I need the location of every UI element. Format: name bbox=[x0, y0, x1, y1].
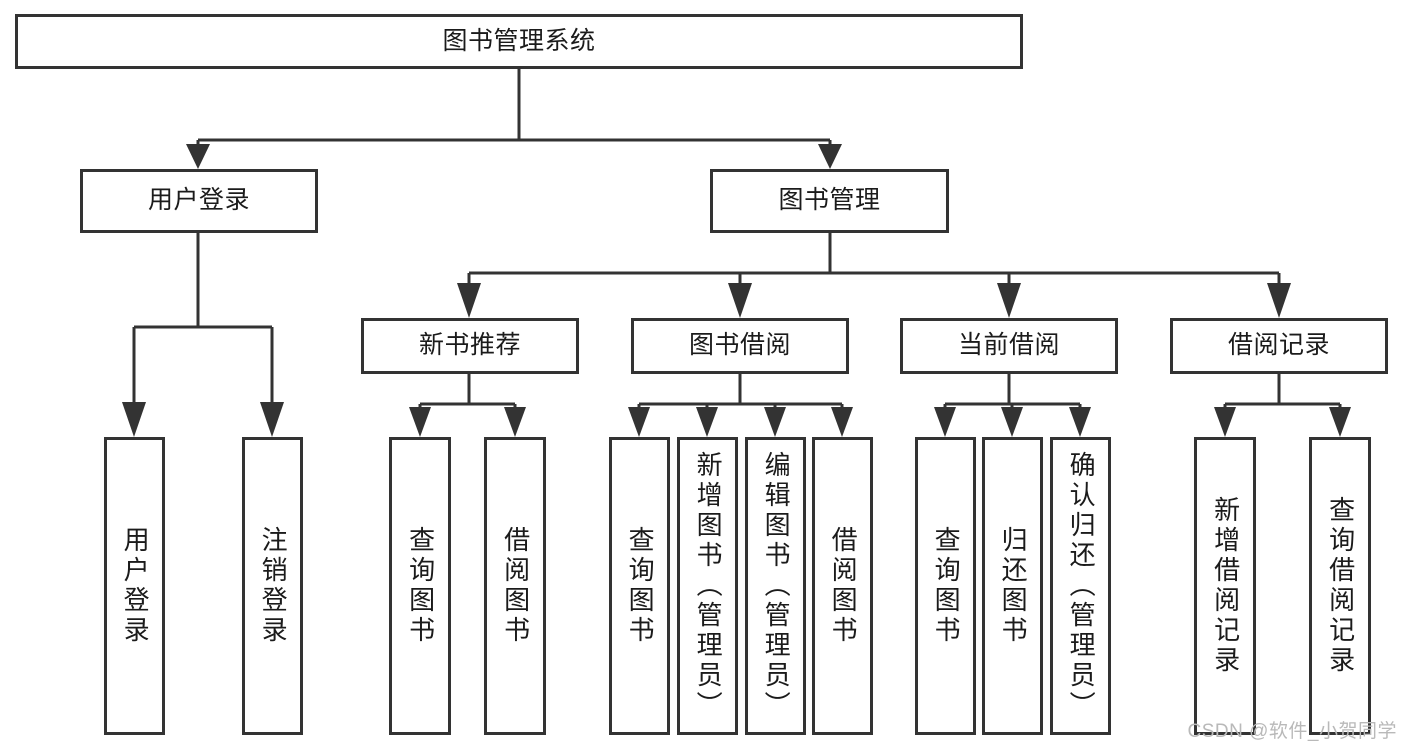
arrowhead-bb-leaf-4 bbox=[831, 407, 853, 437]
node-leaf-edit-book-admin[interactable] bbox=[745, 437, 806, 735]
arrowhead-nbr-leaf-2 bbox=[504, 407, 526, 437]
node-leaf-query-borrow-record[interactable] bbox=[1309, 437, 1371, 735]
arrowhead-br-leaf-1 bbox=[1214, 407, 1236, 437]
node-leaf-add-borrow-record[interactable] bbox=[1194, 437, 1256, 735]
arrowhead-cb-leaf-3 bbox=[1069, 407, 1091, 437]
node-book-management[interactable] bbox=[710, 169, 949, 233]
arrowhead-user-login bbox=[186, 144, 210, 169]
arrowhead-leaf-user-login-2 bbox=[260, 402, 284, 437]
node-book-borrow[interactable] bbox=[631, 318, 849, 374]
arrowhead-bb-leaf-2 bbox=[696, 407, 718, 437]
node-user-login[interactable] bbox=[80, 169, 318, 233]
node-leaf-confirm-return-admin[interactable] bbox=[1050, 437, 1111, 735]
node-leaf-query-books-nbr[interactable] bbox=[389, 437, 451, 735]
arrowhead-bb-leaf-3 bbox=[764, 407, 786, 437]
node-root-book-management-system[interactable] bbox=[15, 14, 1023, 69]
node-leaf-logout[interactable] bbox=[242, 437, 303, 735]
node-leaf-borrow-books-bb[interactable] bbox=[812, 437, 873, 735]
arrowhead-book-borrow bbox=[728, 283, 752, 318]
node-leaf-return-books[interactable] bbox=[982, 437, 1043, 735]
node-new-book-recommend[interactable] bbox=[361, 318, 579, 374]
node-leaf-user-login[interactable] bbox=[104, 437, 165, 735]
node-leaf-query-books-cb[interactable] bbox=[915, 437, 976, 735]
watermark-credit: CSDN @软件_小贺同学 bbox=[1187, 721, 1397, 742]
arrowhead-cb-leaf-2 bbox=[1001, 407, 1023, 437]
arrowhead-cb-leaf-1 bbox=[934, 407, 956, 437]
arrowhead-leaf-user-login-1 bbox=[122, 402, 146, 437]
arrowhead-current-borrow bbox=[997, 283, 1021, 318]
arrowhead-borrow-records bbox=[1267, 283, 1291, 318]
node-leaf-borrow-books-nbr[interactable] bbox=[484, 437, 546, 735]
node-leaf-add-book-admin[interactable] bbox=[677, 437, 738, 735]
node-borrow-records[interactable] bbox=[1170, 318, 1388, 374]
arrowhead-nbr-leaf-1 bbox=[409, 407, 431, 437]
arrowhead-book-management bbox=[818, 144, 842, 169]
arrowhead-new-book-recommend bbox=[457, 283, 481, 318]
arrowhead-bb-leaf-1 bbox=[628, 407, 650, 437]
node-leaf-query-books-bb[interactable] bbox=[609, 437, 670, 735]
arrowhead-br-leaf-2 bbox=[1329, 407, 1351, 437]
node-current-borrow[interactable] bbox=[900, 318, 1118, 374]
